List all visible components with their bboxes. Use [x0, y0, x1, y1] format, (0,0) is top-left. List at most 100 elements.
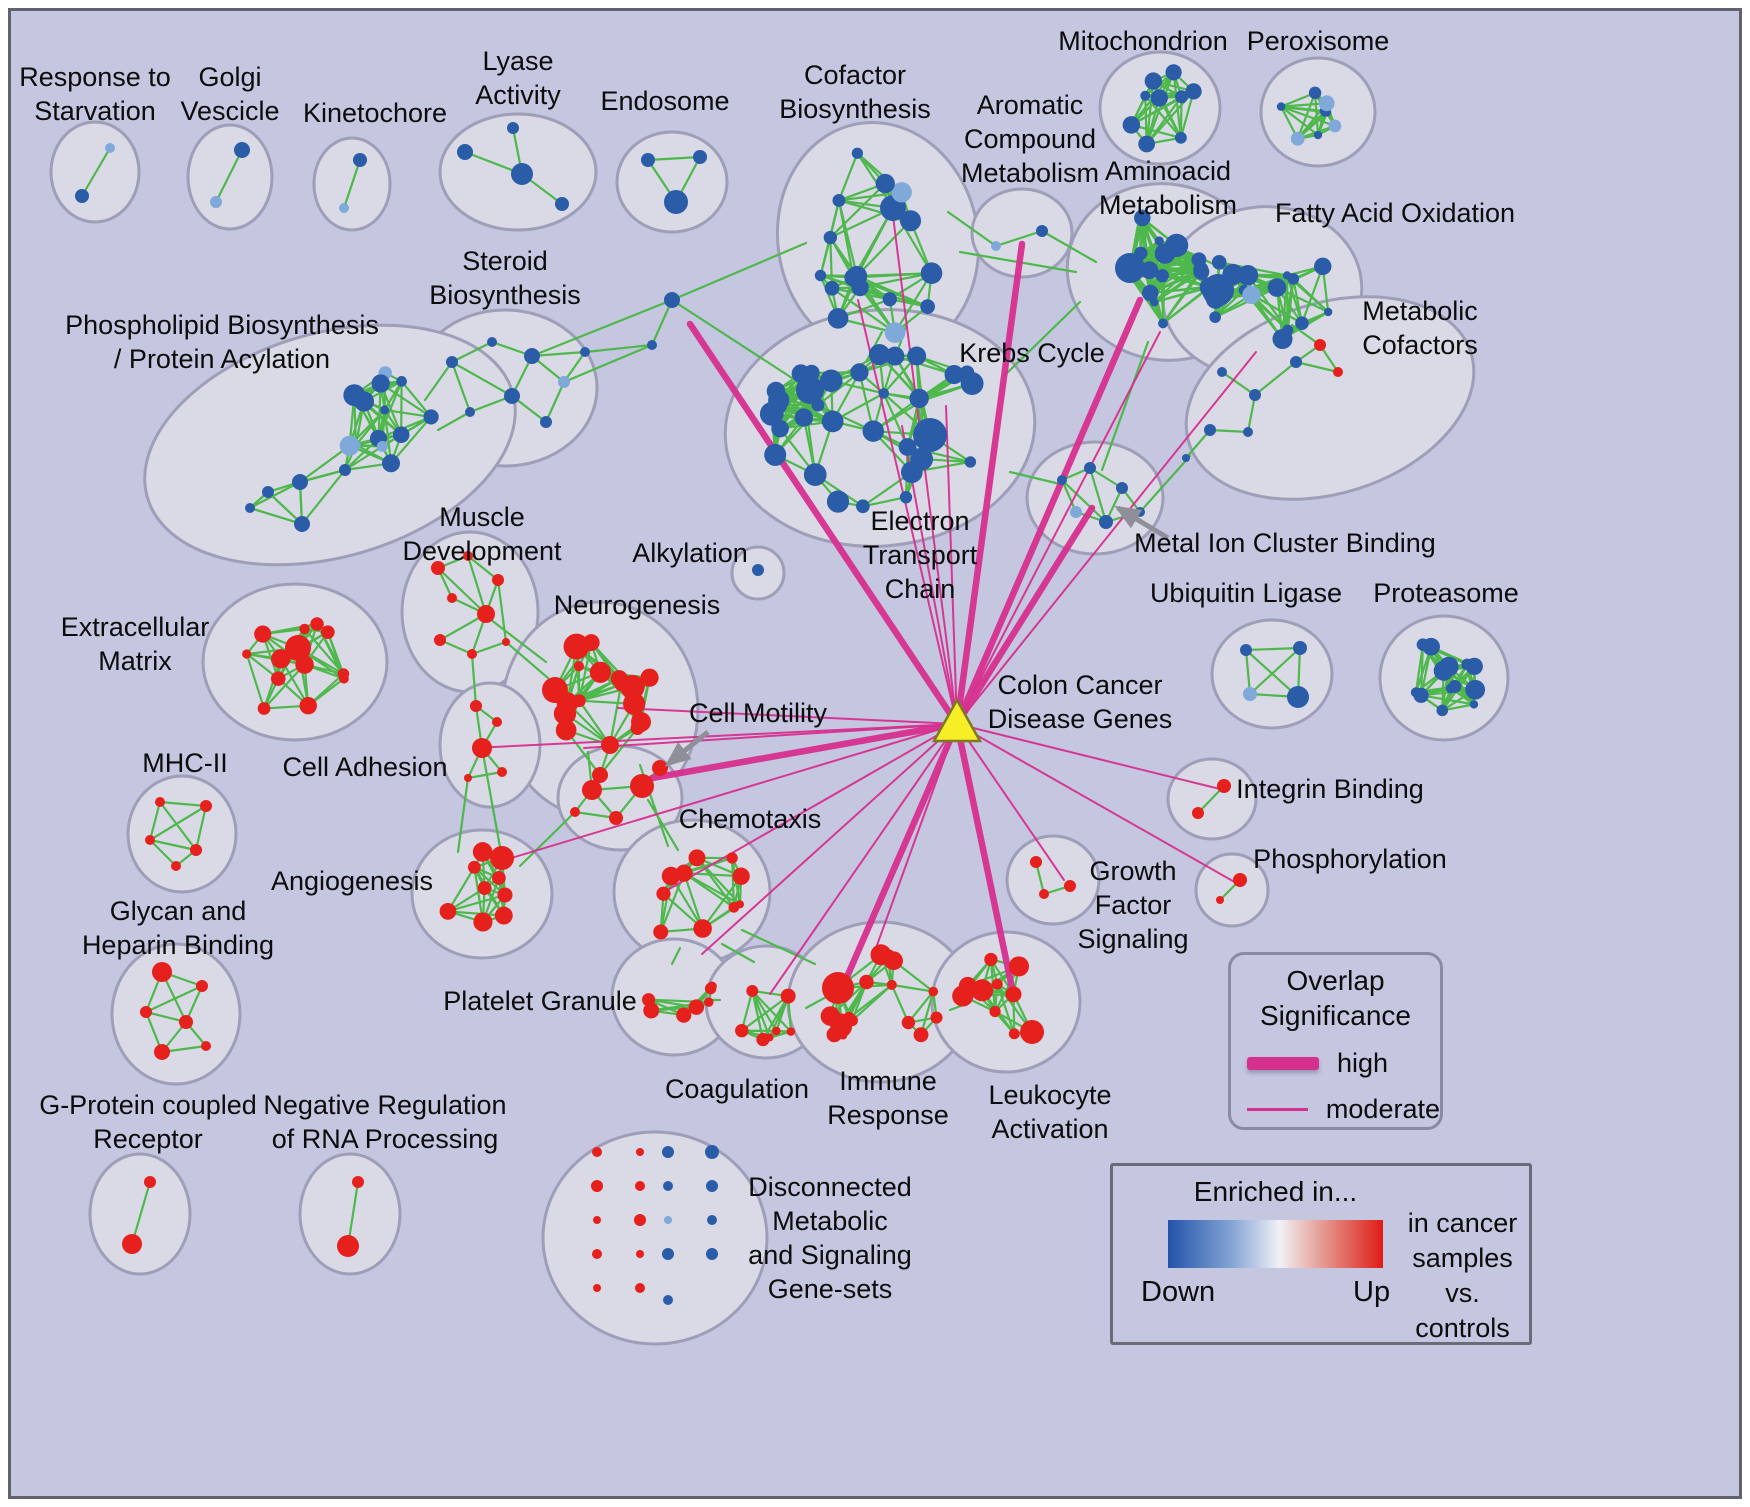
gene-set-node [1144, 72, 1162, 90]
gene-set-edge [436, 566, 488, 616]
moderate-significance-label: moderate [1325, 1094, 1440, 1124]
gene-set-edge [837, 152, 859, 202]
gene-set-edge [1220, 370, 1257, 397]
gene-set-node [735, 1023, 749, 1038]
gene-set-node [851, 147, 864, 159]
gene-set-edge [1300, 265, 1324, 325]
gene-set-node [371, 374, 390, 393]
gene-set-edge [837, 199, 855, 279]
gene-set-node [1142, 284, 1159, 302]
gene-set-node [1122, 116, 1141, 134]
gene-set-node [1039, 889, 1049, 899]
gene-set-node [1154, 243, 1176, 264]
gene-set-node [882, 292, 897, 307]
gene-set-node [850, 363, 869, 382]
gene-set-edge [466, 554, 488, 616]
gene-set-edge [450, 360, 472, 414]
gene-set-node [423, 409, 439, 425]
gene-set-node [392, 426, 410, 444]
gene-set-node [321, 625, 335, 640]
gene-set-node [490, 846, 514, 870]
gene-set-node [591, 1180, 603, 1192]
gene-set-node [1240, 644, 1252, 656]
gene-set-node [859, 974, 874, 990]
gene-set-node [473, 912, 493, 932]
gene-set-node [234, 142, 250, 158]
gene-set-node [662, 1248, 674, 1260]
gene-set-edge [1244, 646, 1302, 652]
gene-set-edge [248, 480, 302, 510]
gene-set-node [765, 1033, 774, 1042]
gene-set-node [1324, 307, 1333, 317]
gene-set-edge [343, 445, 384, 472]
gene-set-edges-layer [80, 71, 1477, 1248]
cluster-ellipse-golgi-vescicle [186, 123, 274, 231]
gene-set-node [752, 564, 764, 576]
gene-set-node [662, 1146, 674, 1158]
gene-set-node [703, 997, 714, 1007]
gene-set-node [704, 982, 717, 995]
gene-set-node [688, 849, 706, 867]
gene-set-edge [1253, 360, 1298, 397]
gene-set-node [1142, 263, 1152, 273]
gene-set-edge [578, 641, 593, 702]
gene-set-node [337, 668, 350, 680]
gene-set-node [1135, 507, 1145, 517]
gene-set-edge [1003, 300, 1082, 377]
gene-set-node [856, 499, 870, 514]
gene-set-node [898, 438, 917, 456]
gene-set-node [1174, 131, 1187, 144]
gene-set-node [1282, 271, 1292, 280]
gene-set-node [693, 150, 707, 164]
gene-set-node [826, 490, 850, 513]
gene-set-node [353, 391, 375, 412]
gene-set-node [1204, 424, 1216, 436]
gene-set-node [1308, 86, 1322, 100]
gene-set-edge [518, 810, 577, 868]
gene-set-edge [919, 990, 935, 1036]
overlap-edge-moderate [769, 723, 958, 995]
gene-set-node [257, 702, 271, 715]
gene-set-node [647, 340, 657, 350]
gene-set-node [726, 852, 738, 864]
gene-set-node [1138, 135, 1156, 153]
gene-set-node [885, 346, 905, 366]
gene-set-node [431, 561, 445, 575]
gene-set-node [636, 1250, 644, 1258]
gene-set-node [472, 842, 493, 862]
gene-set-node [814, 269, 827, 282]
gene-set-edge [484, 614, 548, 664]
gene-set-edge [682, 872, 743, 878]
gene-set-node [382, 454, 401, 473]
gene-set-node [640, 668, 659, 687]
overlap-edge-high [686, 320, 961, 728]
gene-set-edge [650, 298, 674, 347]
gene-set-edge [130, 1180, 152, 1246]
enriched-legend-title: Enriched in... [1193, 1176, 1358, 1207]
gene-set-edge [446, 893, 507, 913]
gene-set-edge [670, 946, 682, 966]
down-label: Down [1141, 1276, 1216, 1308]
gene-set-node [1008, 1028, 1020, 1040]
gene-set-edge [562, 350, 587, 384]
gene-set-edge [1246, 393, 1257, 434]
gene-set-node [502, 638, 510, 646]
overlap-edge-moderate [617, 707, 958, 725]
gene-set-node [1313, 130, 1323, 140]
gene-set-node [772, 1026, 781, 1036]
gene-set-edge [342, 158, 362, 210]
gene-set-edge [530, 298, 674, 358]
gene-set-edge [751, 989, 778, 1033]
gene-set-node [1243, 427, 1253, 437]
gene-set-edge [682, 872, 704, 930]
gene-set-node [447, 593, 457, 603]
gene-set-edge [852, 206, 895, 279]
cluster-ellipse-aromatic-compound-metabolism [970, 187, 1074, 279]
gene-set-edge [598, 727, 639, 777]
gene-set-node [768, 389, 790, 411]
gene-set-edge [148, 804, 208, 842]
overlap-legend-title: Overlap Significance [1260, 965, 1411, 1031]
gene-set-node [1290, 131, 1305, 146]
gene-set-node [511, 163, 533, 185]
gene-set-node [1030, 856, 1042, 868]
